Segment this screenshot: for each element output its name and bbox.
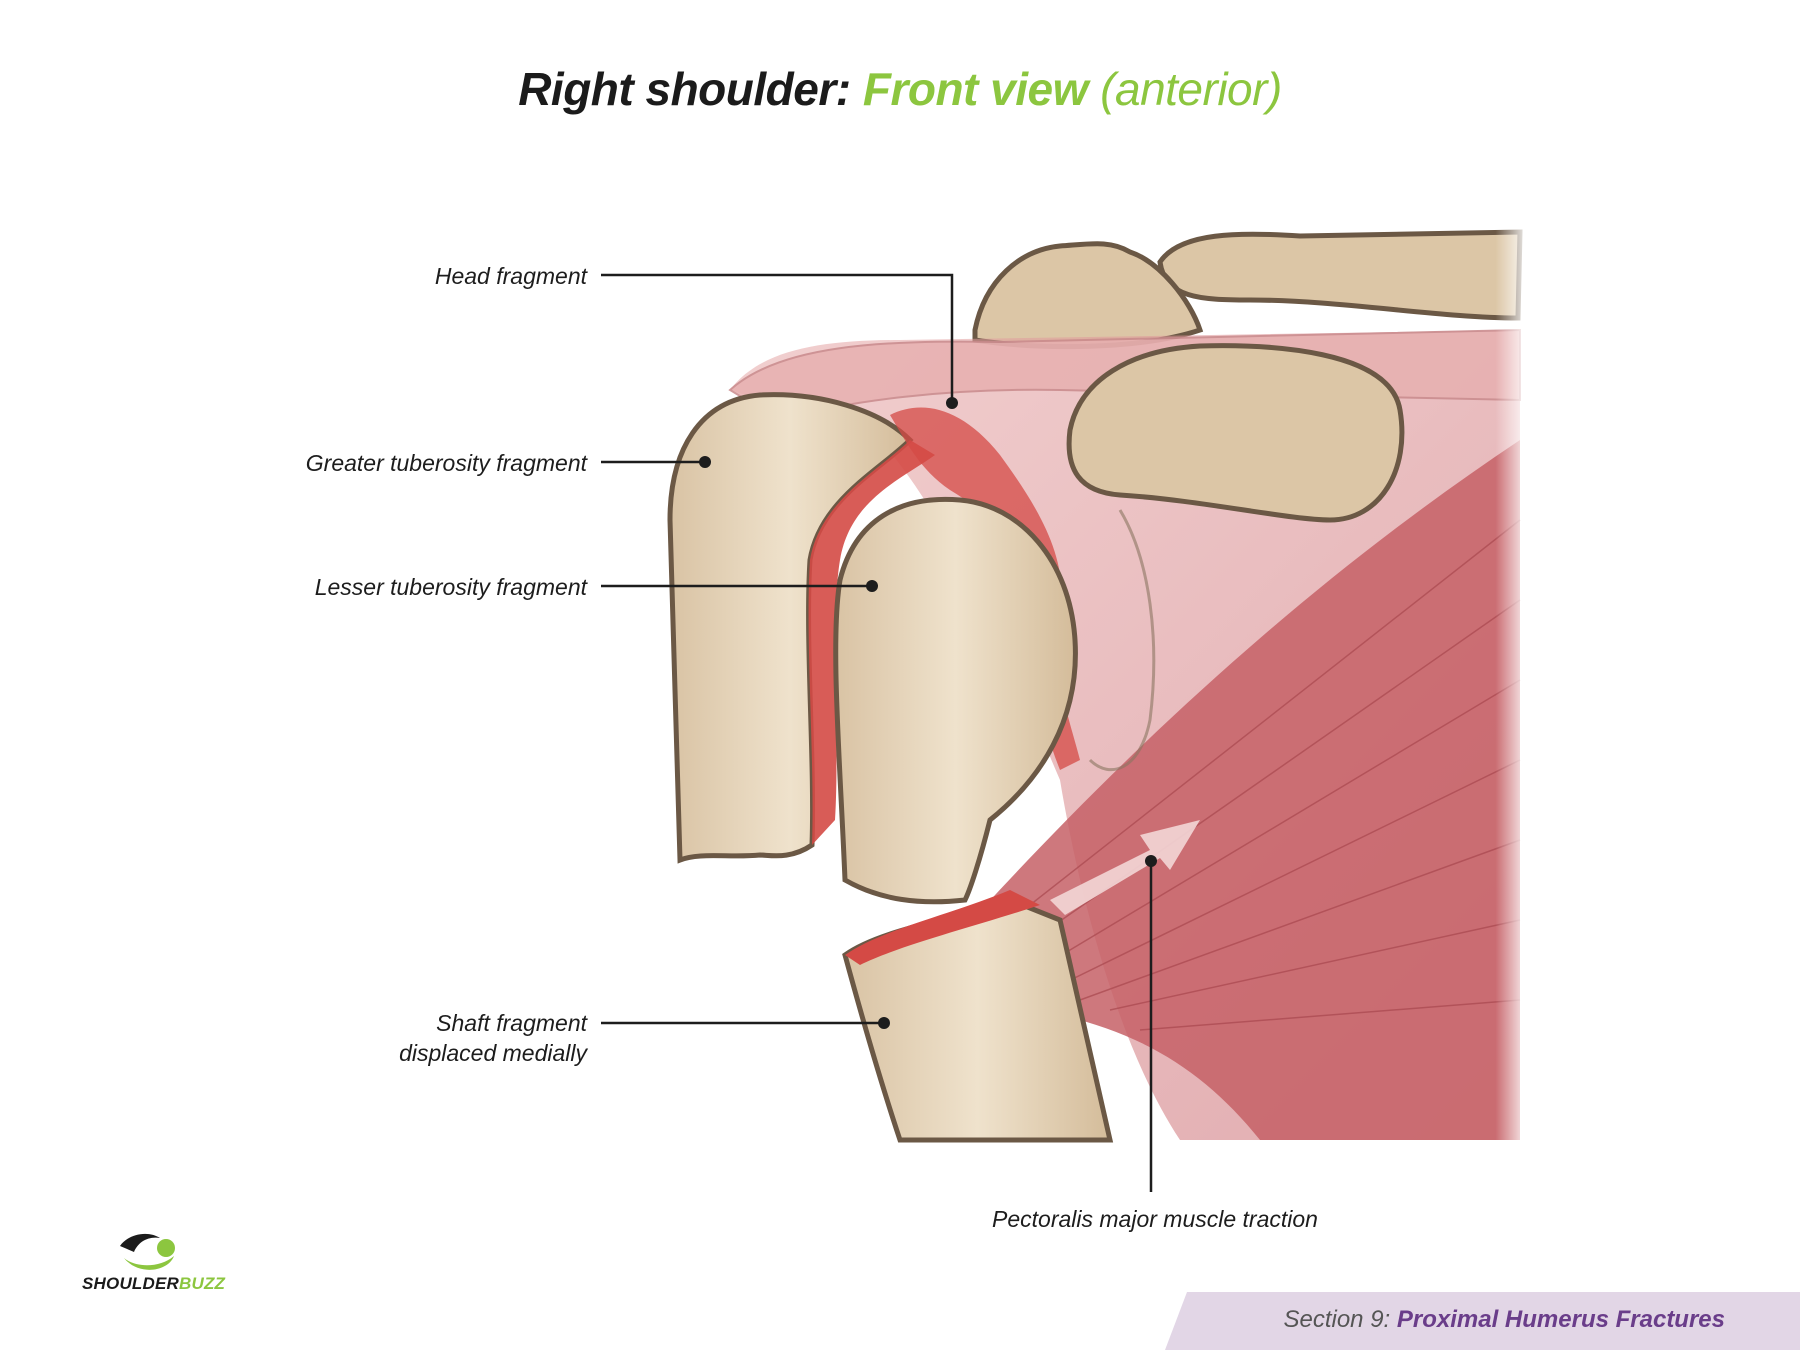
label-shaft-line1: Shaft fragment <box>436 1010 587 1036</box>
title-qualifier: (anterior) <box>1100 63 1282 115</box>
fracture-surface-shaft <box>845 890 1040 965</box>
pointer-dot-shaft <box>878 1017 890 1029</box>
leader-line-head <box>601 273 954 403</box>
label-shaft-line2: displaced medially <box>399 1040 587 1066</box>
label-head-fragment: Head fragment <box>434 263 587 289</box>
logo-brand-b: BUZZ <box>179 1274 226 1293</box>
lesser-tuberosity-fragment <box>833 496 1078 905</box>
label-shaft-fragment: Shaft fragment displaced medially <box>280 1008 587 1068</box>
label-lesser-tuberosity: Lesser tuberosity fragment <box>314 574 587 600</box>
traction-arrow <box>1050 820 1200 915</box>
footer-section-title: Proximal Humerus Fractures <box>1396 1306 1725 1333</box>
pointer-dot-head <box>946 397 958 409</box>
logo-wordmark: SHOULDERBUZZ <box>82 1274 225 1294</box>
pointer-dot-pectoralis <box>1145 855 1157 867</box>
pointer-dot-greater <box>699 456 711 468</box>
title-main: Right shoulder <box>518 63 836 115</box>
glenoid-outline <box>1088 509 1156 771</box>
title-view: Front view <box>862 63 1089 115</box>
label-pectoralis: Pectoralis major muscle traction <box>992 1206 1318 1232</box>
title-colon: : <box>835 63 851 115</box>
shoulderbuzz-logo-icon <box>120 1233 175 1270</box>
label-greater-tuberosity: Greater tuberosity fragment <box>305 450 587 476</box>
logo-brand-a: SHOULDER <box>82 1274 179 1293</box>
footer-section-number: Section 9: <box>1283 1306 1391 1333</box>
footer-section: Section 9: Proximal Humerus Fractures <box>1283 1306 1725 1334</box>
page-title: Right shoulder: Front view (anterior) <box>0 62 1800 116</box>
pointer-dot-lesser <box>866 580 878 592</box>
fracture-surface-greater <box>808 440 935 845</box>
footer-band <box>1165 1292 1800 1350</box>
